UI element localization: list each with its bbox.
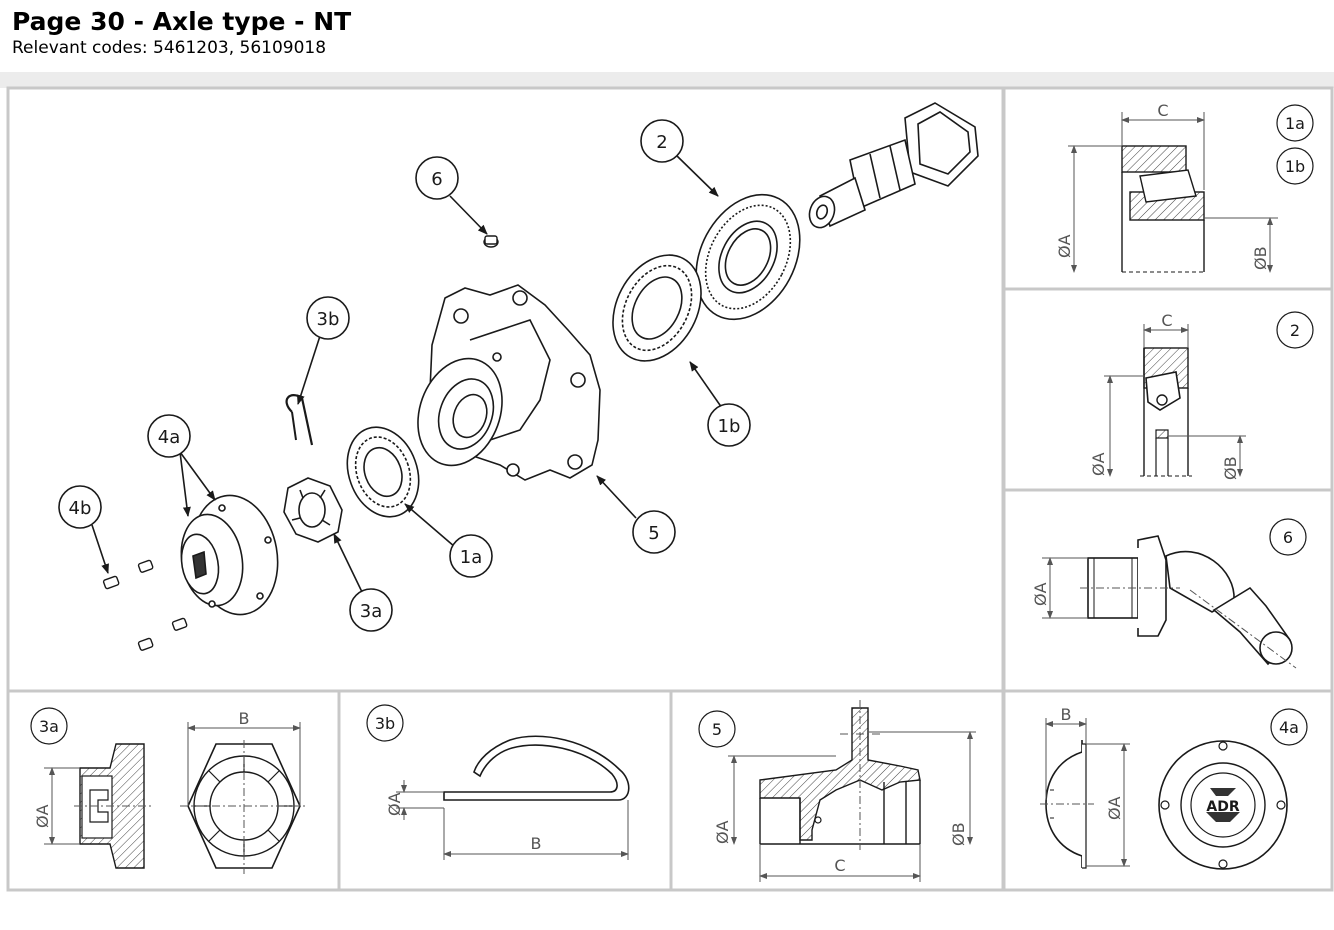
hub-cap-bolts-drawing [102,559,188,651]
bearing-dim-c: C [1157,101,1168,120]
nut-detail-panel: ØA B 3a [30,707,308,874]
split-pin-detail-panel: ØA B 3b [366,704,630,860]
outer-bearing-drawing [612,254,702,362]
callout-circles [58,119,751,632]
callout-4b: 4b [69,498,92,519]
seal-dim-b: ØB [1221,456,1240,480]
grease-nipple-drawing [483,235,499,248]
bearing-dim-b: ØB [1251,246,1270,270]
callout-6: 6 [431,169,442,190]
hub-cap-detail-panel: B ØA ADR 4a [1040,705,1308,870]
adr-logo: ADR [1206,799,1239,815]
cap-badge: 4a [1279,718,1299,737]
parts-drawing-sheet: 2 6 1b 3b 4a 4b 1a 5 3a C ØA ØB 1a 1b [6,86,1334,892]
seal-dim-a: ØA [1089,452,1108,476]
cap-dim-a: ØA [1105,796,1124,820]
oil-seal-drawing [695,193,801,321]
wheel-hub-drawing [417,284,601,481]
hub-detail-panel: ØA ØB C 5 [698,700,976,882]
cap-dim-b: B [1061,705,1072,724]
callout-3b: 3b [317,309,340,330]
callout-1b: 1b [718,416,741,437]
page-header: Page 30 - Axle type - NT Relevant codes:… [12,6,351,58]
nut-dim-a: ØA [33,804,52,828]
grease-nipple-detail-panel: ØA 6 [1031,518,1307,669]
seal-detail-panel: C ØA ØB 2 [1089,311,1314,480]
bearing-badge-1b: 1b [1285,157,1305,176]
exploded-assembly-view [102,102,979,651]
nut-badge: 3a [39,717,59,736]
hub-dim-c: C [834,856,845,875]
bearing-badge-1a: 1a [1285,114,1305,133]
seal-dim-c: C [1161,311,1172,330]
hub-cap-drawing [180,494,279,616]
callout-5: 5 [648,523,659,544]
pin-dim-b: B [531,834,542,853]
pin-badge: 3b [375,714,395,733]
hub-badge: 5 [712,720,722,739]
page-title: Page 30 - Axle type - NT [12,7,352,36]
axle-stub-drawing [808,102,979,229]
callout-4a: 4a [158,427,180,448]
callout-3a: 3a [360,601,382,622]
bearing-dim-a: ØA [1055,234,1074,258]
pin-dim-a: ØA [385,792,404,816]
seal-badge: 2 [1290,321,1300,340]
callout-2: 2 [656,132,667,153]
nut-dim-b: B [239,709,250,728]
bearing-detail-panel: C ØA ØB 1a 1b [1055,101,1314,273]
relevant-codes: Relevant codes: 5461203, 56109018 [12,38,327,58]
callout-leader-lines [91,154,723,593]
inner-bearing-drawing [346,426,420,518]
panel-frames [6,86,1334,892]
nipple-dim-a: ØA [1031,582,1050,606]
castle-nut-drawing [283,477,343,543]
hub-dim-b: ØB [949,822,968,846]
nipple-badge: 6 [1283,528,1293,547]
header-divider-band [0,72,1334,88]
hub-dim-a: ØA [713,820,732,844]
callout-1a: 1a [460,547,482,568]
